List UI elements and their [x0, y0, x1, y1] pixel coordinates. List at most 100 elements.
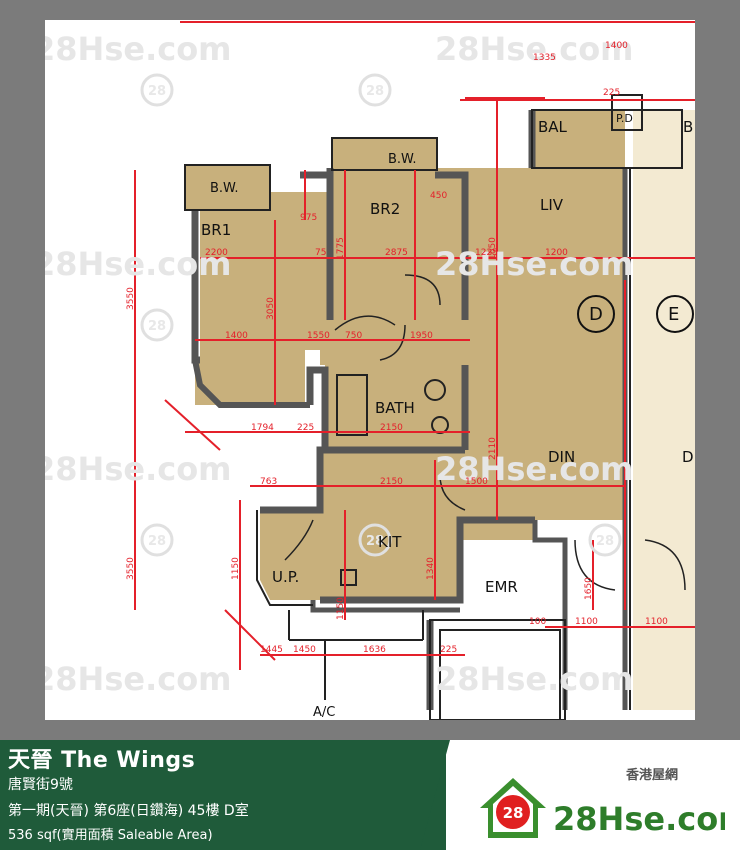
dimension-lines	[134, 21, 695, 670]
unit-description: 第一期(天晉) 第6座(日鑽海) 45樓 D室	[8, 803, 249, 819]
listing-footer: 天晉 The Wings 唐賢街9號 第一期(天晉) 第6座(日鑽海) 45樓 …	[0, 740, 740, 850]
room-label-b-partial: B	[683, 118, 693, 136]
unit-label-e: E	[668, 304, 679, 325]
room-fills	[185, 110, 625, 600]
dim-225-c: 225	[603, 88, 620, 98]
unit-label-d: D	[589, 304, 603, 325]
house-icon: 28	[480, 778, 546, 838]
svg-text:28Hse.com: 28Hse.com	[45, 660, 232, 698]
svg-text:28Hse.com: 28Hse.com	[45, 245, 232, 283]
svg-text:3550: 3550	[126, 557, 136, 580]
svg-text:28Hse.com: 28Hse.com	[435, 450, 634, 488]
room-label-bw1: B.W.	[210, 181, 239, 196]
svg-text:28: 28	[148, 319, 166, 334]
svg-text:3550: 3550	[126, 287, 136, 310]
svg-text:2110: 2110	[488, 437, 498, 460]
svg-text:28Hse.com: 28Hse.com	[435, 660, 634, 698]
info-panel: 天晉 The Wings 唐賢街9號 第一期(天晉) 第6座(日鑽海) 45樓 …	[0, 740, 446, 850]
svg-text:1150: 1150	[231, 557, 241, 580]
svg-text:1150: 1150	[336, 597, 346, 620]
room-label-din-partial: D	[682, 448, 694, 466]
brand-badge-text: 28	[503, 804, 524, 822]
room-fill-br1	[195, 192, 330, 405]
dim-1100-b: 1100	[645, 617, 668, 627]
dim-1450: 1450	[293, 645, 316, 655]
street-address: 唐賢街9號	[8, 777, 73, 793]
brand-english-name: 28Hse.com	[553, 800, 725, 838]
dimension-labels-vertical: 3550 3550 2110 1650 3050 1775 1150 1340 …	[126, 237, 594, 620]
dim-1400-b: 1400	[605, 41, 628, 51]
dim-1225: 1225	[475, 248, 498, 258]
room-fill-corridor	[460, 520, 535, 540]
room-label-up: U.P.	[272, 568, 299, 586]
room-fill-balcony	[532, 110, 625, 168]
dim-1636: 1636	[363, 645, 386, 655]
neighbour-unit-fill	[633, 110, 695, 710]
svg-text:3050: 3050	[266, 297, 276, 320]
panel-slant	[420, 740, 450, 850]
svg-text:28Hse.com: 28Hse.com	[435, 30, 634, 68]
dim-225-b: 225	[440, 645, 457, 655]
room-label-ac: A/C	[313, 705, 335, 720]
dim-100: 100	[529, 617, 546, 627]
brand-chinese-name: 香港屋網	[626, 768, 679, 783]
unit-d-circle	[577, 295, 615, 333]
watermarks: 28Hse.com 28Hse.com 28Hse.com 28Hse.com …	[45, 30, 634, 698]
dim-1200: 1200	[545, 248, 568, 258]
room-label-bal: BAL	[538, 118, 568, 136]
room-label-emr: EMR	[485, 578, 518, 596]
dim-75: 75	[315, 248, 326, 258]
svg-text:1340: 1340	[426, 557, 436, 580]
svg-text:28Hse.com: 28Hse.com	[435, 245, 634, 283]
svg-text:28Hse.com: 28Hse.com	[45, 30, 232, 68]
room-label-bath: BATH	[375, 399, 415, 417]
svg-text:28: 28	[148, 84, 166, 99]
floor-plan: 28Hse.com 28Hse.com 28Hse.com 28Hse.com …	[45, 20, 695, 720]
dim-1950: 1950	[410, 331, 433, 341]
dim-1100-a: 1100	[575, 617, 598, 627]
svg-text:28: 28	[596, 534, 614, 549]
room-fill-bw2	[332, 138, 437, 170]
dim-1794: 1794	[251, 423, 274, 433]
dim-763: 763	[260, 477, 277, 487]
room-labels: BAL B P.D LIV B.W. B.W. BR1 BR2 BATH DIN…	[201, 112, 694, 720]
room-fill-br2	[330, 168, 460, 320]
room-label-bw2: B.W.	[388, 152, 417, 167]
dimension-labels: 2200 75 2875 1200 1225 1400 1550 750 195…	[205, 41, 668, 655]
dim-750: 750	[345, 331, 362, 341]
svg-text:28: 28	[366, 84, 384, 99]
dim-2150-a: 2150	[380, 423, 403, 433]
dim-2200: 2200	[205, 248, 228, 258]
dim-975: 975	[300, 213, 317, 223]
dim-1335: 1335	[533, 53, 556, 63]
dim-1400: 1400	[225, 331, 248, 341]
svg-text:28Hse.com: 28Hse.com	[45, 450, 232, 488]
room-label-br2: BR2	[370, 200, 400, 218]
dim-225: 225	[297, 423, 314, 433]
dim-450: 450	[430, 191, 447, 201]
watermark-badges: 28 28 28 28 28 28	[140, 73, 622, 557]
svg-text:1775: 1775	[336, 237, 346, 260]
dim-2875: 2875	[385, 248, 408, 258]
dim-1500: 1500	[465, 477, 488, 487]
room-label-kit: KIT	[378, 533, 402, 551]
brand-logo[interactable]: 28 28Hse.com	[475, 760, 725, 845]
svg-text:1650: 1650	[584, 577, 594, 600]
room-fill-bw1	[185, 165, 270, 210]
room-label-pd: P.D	[616, 112, 633, 125]
estate-title: 天晉 The Wings	[8, 748, 196, 773]
svg-text:28: 28	[148, 534, 166, 549]
room-label-din: DIN	[548, 448, 575, 466]
dim-1550: 1550	[307, 331, 330, 341]
room-fill-living	[460, 168, 625, 520]
room-label-br1: BR1	[201, 221, 231, 239]
saleable-area: 536 sqf(實用面積 Saleable Area)	[8, 828, 213, 843]
room-label-liv: LIV	[540, 196, 564, 214]
dim-1445: 1445	[260, 645, 283, 655]
door-swings	[284, 274, 686, 591]
unit-e-circle	[656, 295, 694, 333]
svg-text:1650: 1650	[488, 237, 498, 260]
room-fill-hall	[320, 320, 465, 365]
thin-lines	[184, 94, 683, 720]
room-fill-kitchen	[320, 450, 460, 600]
